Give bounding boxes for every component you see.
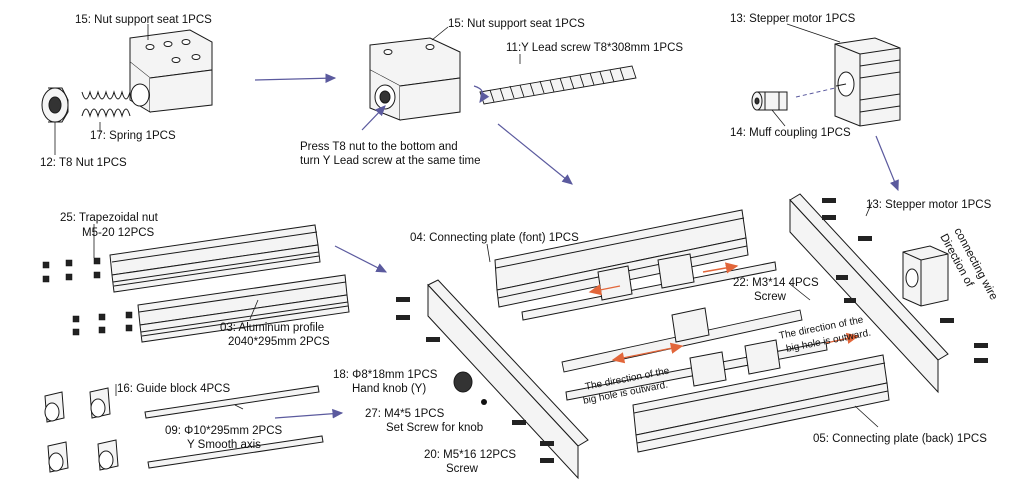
guide-blocks-assembled xyxy=(597,253,781,387)
screws xyxy=(396,198,988,463)
label-lead-screw: 11:Y Lead screw T8*308mm 1PCS xyxy=(506,42,684,54)
label-set-screw-2: Set Screw for knob xyxy=(386,422,484,434)
stepper-motor-2 xyxy=(902,245,949,307)
label-smooth-axis-1: 09: Φ10*295mm 2PCS xyxy=(165,425,283,437)
label-connecting-plate-front: 04: Connecting plate (font) 1PCS xyxy=(410,232,579,244)
label-m3-screw-2: Screw xyxy=(754,291,786,303)
label-stepper-motor-1: 13: Stepper motor 1PCS xyxy=(730,13,856,25)
label-m5-screw-2: Screw xyxy=(446,463,478,475)
aluminum-profile-2 xyxy=(137,274,350,343)
label-nut-support-seat-2: 15: Nut support seat 1PCS xyxy=(448,18,585,30)
direction-arrow-4 xyxy=(825,332,860,344)
label-connecting-plate-back: 05: Connecting plate (back) 1PCS xyxy=(813,433,987,445)
label-muff-coupling: 14: Muff coupling 1PCS xyxy=(730,127,851,139)
direction-arrow-1 xyxy=(702,262,739,274)
direction-arrow-3 xyxy=(611,342,684,364)
label-trapezoidal-nut-2: M5-20 12PCS xyxy=(82,227,155,239)
leader-lines xyxy=(54,23,879,428)
label-aluminum-profile-2: 2040*295mm 2PCS xyxy=(228,336,330,348)
aluminum-profile-1 xyxy=(109,224,321,293)
label-spring: 17: Spring 1PCS xyxy=(90,130,176,142)
label-hand-knob-1: 18: Φ8*18mm 1PCS xyxy=(333,369,438,381)
nut-support-seat-1 xyxy=(129,29,213,113)
lead-screw xyxy=(479,65,637,105)
connecting-plate-back xyxy=(789,193,949,394)
label-stepper-motor-2: 13: Stepper motor 1PCS xyxy=(866,199,992,211)
direction-arrow-2 xyxy=(588,284,621,296)
stepper-motor-1 xyxy=(834,37,901,127)
label-press-note-1: Press T8 nut to the bottom and xyxy=(300,141,458,153)
smooth-axes xyxy=(144,385,324,469)
label-hand-knob-2: Hand knob (Y) xyxy=(352,383,427,395)
hand-knob xyxy=(453,371,473,393)
label-aluminum-profile-1: 03: Aluminum profile xyxy=(220,322,325,334)
guide-blocks xyxy=(44,387,119,473)
label-press-note-2: turn Y Lead screw at the same time xyxy=(300,155,481,167)
label-nut-support-seat-1: 15: Nut support seat 1PCS xyxy=(75,14,212,26)
spring xyxy=(81,90,131,118)
t8-nut xyxy=(41,87,69,123)
label-smooth-axis-2: Y Smooth axis xyxy=(187,439,261,451)
trapezoidal-nuts xyxy=(42,257,133,336)
lower-profile xyxy=(632,354,890,453)
muff-coupling xyxy=(751,91,788,111)
label-trapezoidal-nut-1: 25: Trapezoidal nut xyxy=(60,212,158,224)
label-m3-screw-1: 22: M3*14 4PCS xyxy=(733,277,819,289)
label-set-screw-1: 27: M4*5 1PCS xyxy=(365,408,445,420)
label-t8-nut: 12: T8 Nut 1PCS xyxy=(40,157,127,169)
label-guide-block: 16: Guide block 4PCS xyxy=(117,383,231,395)
connecting-plate-front xyxy=(427,279,589,480)
nut-support-seat-2 xyxy=(369,37,461,121)
label-m5-screw-1: 20: M5*16 12PCS xyxy=(424,449,517,461)
set-screw xyxy=(481,399,487,405)
